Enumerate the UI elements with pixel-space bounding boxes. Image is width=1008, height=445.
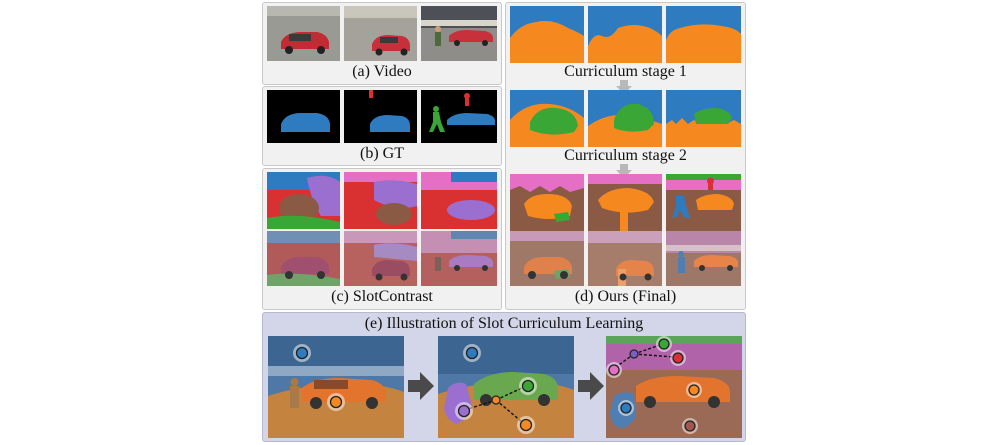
illustration-frame-3 [606,336,742,438]
ours-mask-1 [510,174,584,231]
video-frame-1 [267,6,340,61]
illustration-frame-1 [268,336,404,438]
slotcontrast-overlay-1 [267,231,340,286]
stage2-mask-2 [588,90,662,147]
gt-frame-2 [344,90,417,143]
stage2-to-final-arrow [616,164,632,178]
video-frame-2 [344,6,417,61]
caption-video: (a) Video [352,63,412,80]
ours-overlay-3 [666,231,741,286]
caption-gt: (b) GT [360,145,404,162]
caption-stage1: Curriculum stage 1 [564,63,687,80]
ours-overlay-2 [588,231,662,286]
caption-ours: (d) Ours (Final) [574,288,677,305]
illustration-arrow-2 [578,372,604,400]
stage1-mask-2 [588,6,662,63]
video-frame-3 [421,6,497,61]
illustration-frame-2 [438,336,574,438]
caption-slotcontrast: (c) SlotContrast [331,288,433,305]
gt-frame-1 [267,90,340,143]
stage2-mask-3 [666,90,741,147]
ours-overlay-1 [510,231,584,286]
stage2-mask-1 [510,90,584,147]
ours-mask-2 [588,174,662,231]
caption-illustration: (e) Illustration of Slot Curriculum Lear… [364,315,644,332]
slotcontrast-mask-2 [344,172,417,229]
gt-frame-3 [421,90,497,143]
stage1-mask-3 [666,6,741,63]
slotcontrast-overlay-3 [421,231,497,286]
ours-mask-3 [666,174,741,231]
slotcontrast-mask-3 [421,172,497,229]
stage1-mask-1 [510,6,584,63]
slotcontrast-overlay-2 [344,231,417,286]
slotcontrast-mask-1 [267,172,340,229]
stage1-to-stage2-arrow [616,80,632,94]
illustration-arrow-1 [408,372,434,400]
caption-stage2: Curriculum stage 2 [564,147,687,164]
